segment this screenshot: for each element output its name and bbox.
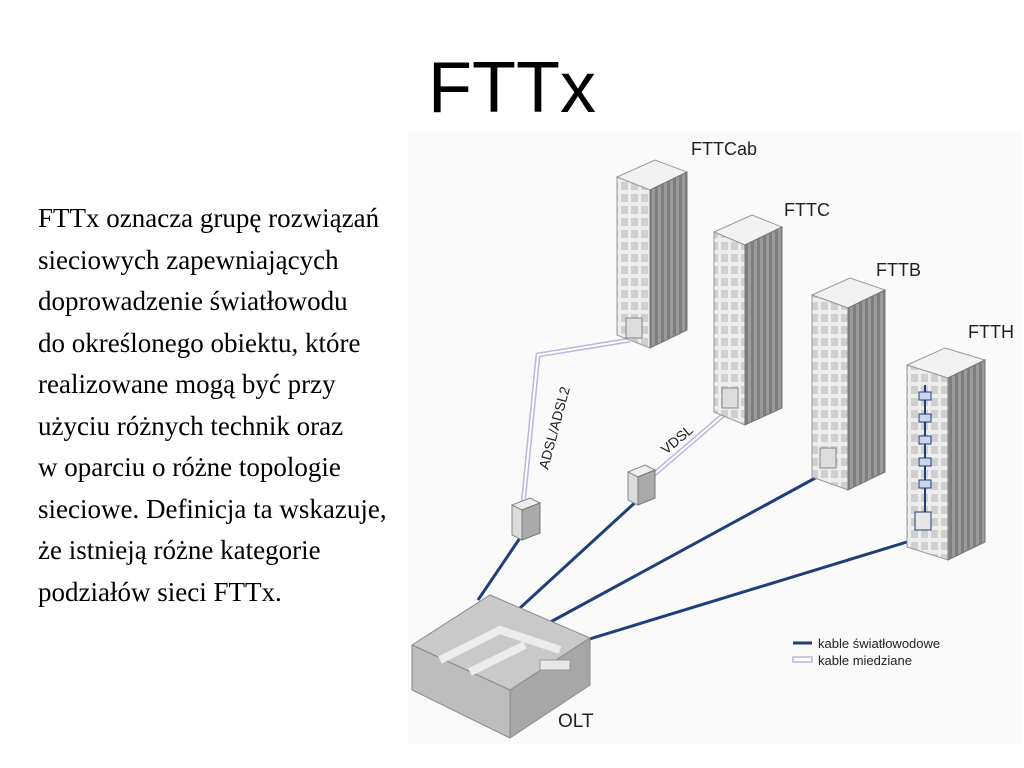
building-fttb: [810, 277, 887, 491]
slide-title: FTTx: [428, 48, 596, 128]
fiber-cables: [476, 468, 921, 650]
copper-cables: [519, 337, 737, 516]
description-line: w oparciu o różne topologie: [38, 452, 341, 482]
description-line: użyciu różnych technik oraz: [38, 410, 344, 441]
description-line: realizowane mogą być przy: [38, 369, 336, 399]
description-line: sieciowych zapewniających: [38, 244, 339, 275]
label-fttb: FTTB: [876, 260, 921, 280]
description-text: FTTx oznacza grupę rozwiązań sieciowych …: [38, 198, 498, 613]
description-line: doprowadzenie światłowodu: [38, 286, 348, 316]
description-line: do określonego obiektu, które: [38, 327, 361, 358]
legend-label-copper: kable miedziane: [818, 653, 912, 668]
street-cabinet: [510, 497, 542, 541]
description-line: podziałów sieci FTTx.: [38, 576, 282, 607]
label-ftth: FTTH: [968, 322, 1014, 342]
legend-swatch-copper: [792, 656, 813, 663]
legend: kable światłowodowe kable miedziane: [792, 636, 940, 668]
label-olt: OLT: [558, 711, 594, 732]
building-fttcab: [615, 159, 689, 349]
label-fttcab: FTTCab: [691, 139, 757, 159]
fttx-diagram: FTTCab FTTC FTTB FTTH OLT ADSL/ADSL2 VDS…: [408, 132, 1022, 744]
building-fttc: [712, 214, 784, 426]
building-ftth: [905, 347, 987, 561]
description-line: FTTx oznacza grupę rozwiązań: [38, 203, 380, 233]
description-line: sieciowe. Definicja ta wskazuje,: [38, 493, 387, 524]
legend-label-fiber: kable światłowodowe: [818, 636, 940, 651]
description-line: że istnieją różne kategorie: [38, 535, 321, 565]
street-cabinet: [626, 464, 657, 506]
olt-box: [410, 594, 592, 739]
label-fttc: FTTC: [784, 200, 830, 220]
